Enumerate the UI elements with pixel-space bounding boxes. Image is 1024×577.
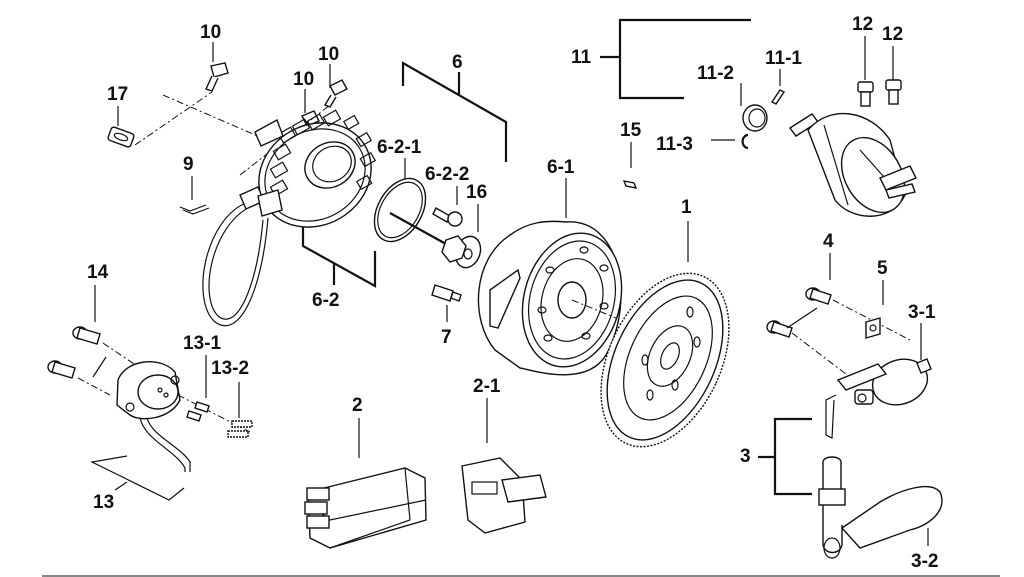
- pin-11-1: [770, 89, 786, 105]
- bolt-7: [431, 284, 462, 302]
- label-2-1: 2-1: [473, 376, 501, 397]
- label-6-2: 6-2: [312, 290, 339, 311]
- label-3-1: 3-1: [908, 302, 936, 323]
- bolt-4-upper: [805, 287, 832, 305]
- circlip-11-3: [741, 133, 749, 150]
- pulse-generator-13: [116, 361, 191, 472]
- stator-wire-loop: [202, 186, 283, 327]
- bolt-14-lower: [47, 360, 76, 379]
- axis-line: [134, 91, 213, 146]
- callout-labels: 10 10 10 17 9 6 6-2-1 6-2-2 16 6-1 6-2 7…: [87, 14, 938, 572]
- starter-motor-11: [788, 112, 917, 217]
- ignition-coil-3-1: [825, 358, 932, 439]
- label-11: 11: [571, 47, 592, 68]
- key-15: [622, 180, 638, 189]
- label-12-left: 12: [852, 14, 873, 35]
- label-6: 6: [452, 52, 463, 73]
- bracket-5: [865, 317, 881, 339]
- regulator-rectifier-2: [304, 467, 427, 549]
- label-5: 5: [877, 258, 888, 279]
- nut-16: [441, 235, 482, 269]
- axis-line: [791, 332, 851, 378]
- clamp-9: [179, 204, 210, 215]
- label-7: 7: [441, 327, 452, 348]
- label-11-3: 11-3: [656, 134, 693, 155]
- stator-6-2: [254, 109, 377, 228]
- springs-13-2: [227, 420, 253, 438]
- bolt-10-right: [323, 79, 348, 108]
- label-13-2: 13-2: [211, 358, 249, 379]
- label-12-right: 12: [882, 24, 903, 45]
- connector-2-1: [461, 457, 547, 534]
- label-6-1: 6-1: [547, 157, 575, 178]
- label-15: 15: [620, 120, 642, 141]
- label-10-right: 10: [318, 44, 339, 65]
- bolt-4-lower: [766, 320, 793, 338]
- bolt-6-2-2: [432, 207, 463, 227]
- axis-line: [389, 212, 447, 245]
- label-1: 1: [681, 197, 692, 218]
- label-4: 4: [823, 231, 834, 252]
- label-16: 16: [466, 182, 487, 203]
- bushing-13-1: [186, 401, 210, 422]
- label-10-top: 10: [200, 22, 221, 43]
- label-17: 17: [107, 84, 128, 105]
- needle-bearing-11-2: [742, 104, 768, 132]
- label-6-2-2: 6-2-2: [425, 164, 469, 185]
- label-9: 9: [183, 154, 194, 175]
- plate-17: [107, 126, 135, 148]
- spark-plug-cap-3-2: [818, 456, 943, 559]
- axis-line: [162, 94, 261, 138]
- label-14: 14: [87, 262, 109, 283]
- label-3-2: 3-2: [911, 551, 938, 572]
- starter-driven-gear-1: [600, 272, 730, 448]
- flywheel-rotor-6-1: [477, 220, 623, 376]
- axis-line: [77, 377, 111, 396]
- label-2: 2: [352, 395, 363, 416]
- axis-line: [177, 394, 251, 433]
- label-11-1: 11-1: [765, 48, 802, 69]
- label-6-2-1: 6-2-1: [377, 137, 422, 158]
- label-13: 13: [93, 492, 114, 513]
- label-10-mid: 10: [293, 69, 314, 90]
- bolt-10-top: [205, 62, 229, 92]
- label-13-1: 13-1: [183, 333, 221, 354]
- bolts-12: [857, 79, 902, 107]
- label-3: 3: [740, 446, 751, 467]
- bolt-14-upper: [72, 326, 101, 345]
- label-11-2: 11-2: [697, 63, 734, 84]
